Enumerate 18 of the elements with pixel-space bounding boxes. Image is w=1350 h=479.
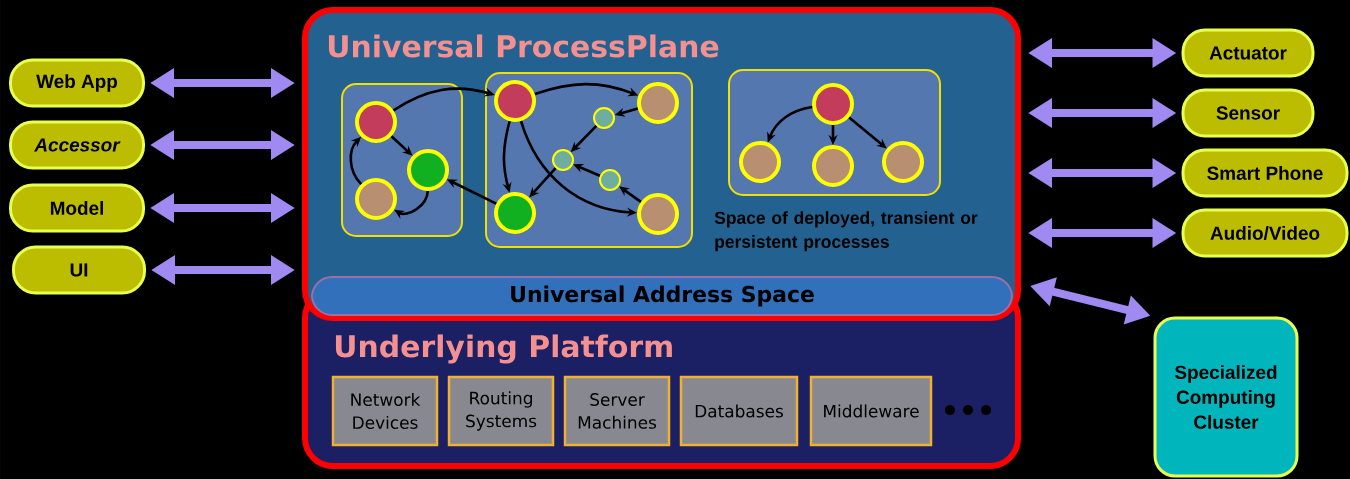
endpoint-pill: Accessor — [9, 120, 145, 170]
endpoint-pill: Smart Phone — [1181, 148, 1349, 198]
component-box: Routing Systems — [447, 375, 555, 447]
cluster-box: Specialized Computing Cluster — [1153, 316, 1299, 478]
endpoint-pill: Audio/Video — [1181, 208, 1349, 258]
arrow — [394, 190, 429, 219]
endpoint-pill: UI — [12, 245, 146, 295]
arrow — [848, 116, 887, 149]
component-box: Middleware — [809, 375, 933, 447]
address-space-band: Universal Address Space — [311, 276, 1013, 316]
component-box: Server Machines — [563, 375, 671, 447]
component-box: Network Devices — [331, 375, 439, 447]
endpoint-pill: Actuator — [1181, 28, 1315, 78]
component-box: Databases — [679, 375, 799, 447]
endpoint-pill: Web App — [9, 58, 145, 108]
endpoint-pill: Model — [9, 183, 145, 233]
arrow — [619, 186, 642, 203]
endpoint-pill: Sensor — [1181, 88, 1315, 138]
